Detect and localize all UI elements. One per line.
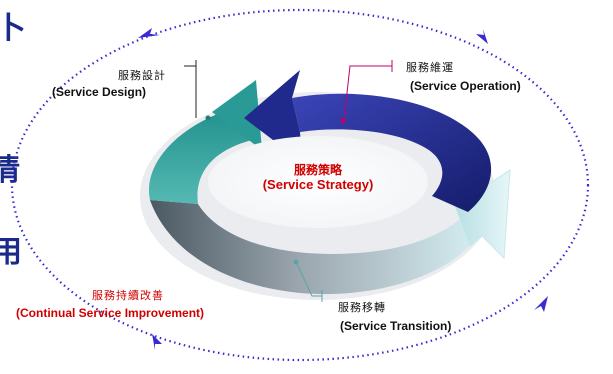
service-design-label: 服務設計 [118,69,166,83]
design-pointer-line [184,60,197,118]
ring-segment-operation [292,93,492,212]
continual-improvement-en: (Continual Service Improvement) [16,306,205,320]
service-operation-zh: 服務維運 [406,61,454,74]
transition-arrowhead [454,169,511,260]
service-transition-zh: 服務移轉 [338,301,386,314]
operation-pointer-dot [340,118,346,124]
dotted-arrowhead-right [534,296,548,312]
edge-char-top: 卜 [0,11,26,46]
service-design-en: (Service Design) [52,85,147,99]
service-strategy-zh: 服務策略 [293,163,342,177]
service-transition-en: (Service Transition) [340,319,452,333]
transition-pointer-dot [293,259,299,265]
service-transition-label: 服務移轉 [338,301,386,315]
service-design-en-label: (Service Design) [52,85,147,100]
service-strategy-label: 服務策略 (Service Strategy) [238,163,398,193]
edge-char-bottom: 用 [0,235,22,270]
continual-improvement-en-label: (Continual Service Improvement) [16,306,205,321]
transition-pointer-line [295,261,323,302]
service-operation-en-label: (Service Operation) [410,79,521,94]
dotted-arrowhead-top-right [476,29,488,44]
continual-improvement-label: 服務持續改善 [92,289,164,303]
service-strategy-en: (Service Strategy) [262,176,374,192]
service-design-zh: 服務設計 [118,69,166,82]
service-operation-en: (Service Operation) [410,79,521,93]
outer-dotted-cycle [10,8,590,362]
ring-segment-transition [150,200,478,295]
continual-improvement-zh: 服務持續改善 [92,289,164,302]
design-pointer-dot [205,115,211,121]
ring-center [208,136,428,228]
service-operation-label: 服務維運 [406,61,454,75]
dotted-arrowhead-top-left [138,28,160,38]
operation-pointer-line [343,60,393,121]
service-transition-en-label: (Service Transition) [340,319,452,334]
design-arrowhead [212,80,262,150]
dotted-arrowhead-bottom-left [152,334,162,350]
ring-segment-design [148,104,252,204]
